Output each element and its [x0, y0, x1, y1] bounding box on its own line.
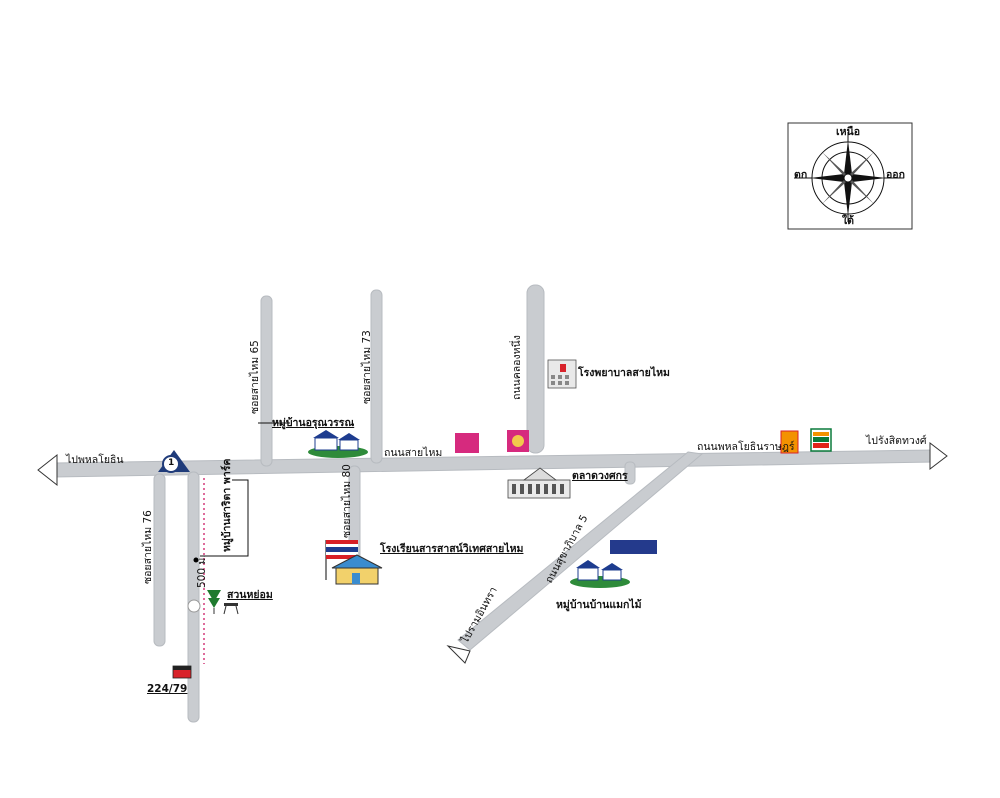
hospital-road	[526, 284, 545, 454]
marker-circle-icon	[162, 455, 180, 473]
compass-south-label: ใต้	[842, 215, 854, 227]
market-road	[624, 461, 636, 485]
distance-label: 500 ม.	[196, 554, 208, 588]
school-label: โรงเรียนสารสาสน์วิเทศสายไหม	[380, 543, 524, 555]
park-icon	[207, 590, 239, 615]
distance-start-icon	[193, 557, 199, 563]
school-icon	[325, 540, 383, 585]
hospital-road-label: ถนนคลองหนึ่ง	[511, 335, 523, 400]
blue-sign-icon	[610, 540, 657, 554]
hospital-building-icon	[547, 359, 577, 389]
soi-73-road	[370, 289, 383, 464]
soi-65-road	[260, 295, 273, 467]
soi-73-label: ซอยสายไหม 73	[361, 330, 373, 404]
roundabout-icon	[187, 599, 201, 613]
west-arrow-icon	[37, 453, 58, 487]
compass-east-label: ออก	[886, 169, 905, 181]
bank-sign-icon	[455, 433, 479, 453]
direction-west-label: ไปพหลโยธิน	[66, 454, 124, 466]
road-network	[37, 284, 948, 723]
compass-west-label: ตก	[794, 169, 808, 181]
soi-76-label: ซอยสายไหม 76	[142, 510, 154, 584]
direction-east-label: ไปรังสิตทวงศ์	[866, 435, 927, 447]
village-southeast-label: หมู่บ้านบ้านแมกไม้	[556, 599, 642, 611]
mu-ban-road-label: หมู่บ้านสาริตา พาร์ค	[221, 458, 233, 552]
start-marker	[158, 450, 190, 473]
village-north-label: หมู่บ้านอรุณวรรณ	[272, 417, 355, 429]
east-arrow-icon	[929, 441, 948, 471]
seven-eleven-icon	[810, 428, 832, 452]
village-north-icon	[308, 430, 368, 458]
mu-ban-pointer	[200, 479, 249, 557]
village-road	[187, 471, 200, 723]
market-building-icon	[507, 467, 571, 499]
destination-address-label: 224/79	[147, 683, 188, 695]
hospital-label: โรงพยาบาลสายไหม	[578, 367, 670, 379]
soi-80-label: ซอยสายไหม 80	[341, 464, 353, 538]
park-label: สวนหย่อม	[227, 589, 273, 601]
marker-number-label: 1	[168, 458, 175, 468]
destination-icon	[172, 665, 192, 679]
southeast-arrow-icon	[446, 645, 471, 664]
diagonal-road	[457, 451, 704, 651]
compass-north-label: เหนือ	[836, 126, 860, 138]
main-road-label: ถนนสายไหม	[384, 447, 443, 459]
east-main-road-label: ถนนพหลโยธินราษฎร์	[697, 441, 795, 453]
bank-emblem-icon	[512, 435, 524, 447]
market-label: ตลาดวงศกร	[572, 470, 628, 482]
soi-76-road	[153, 473, 166, 647]
main-road	[54, 449, 936, 478]
soi-65-label: ซอยสายไหม 65	[249, 340, 261, 414]
village-southeast-icon	[570, 560, 630, 588]
compass	[787, 122, 913, 230]
store-sign-icon	[780, 430, 799, 454]
